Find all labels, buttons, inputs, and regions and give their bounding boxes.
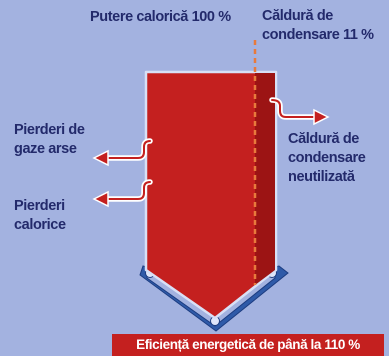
heating-value-label: Putere calorică 100 % — [90, 9, 231, 25]
condensation-heat-label: Căldură de condensare 11 % — [262, 8, 374, 43]
unused-condensation-arrow — [269, 97, 330, 126]
unused-condensation-heat-label: Căldură de condensare neutilizată — [288, 131, 366, 185]
condensation-strip — [255, 73, 275, 285]
flue-gas-loss-arrow — [92, 138, 153, 167]
efficiency-banner: Eficiență energetică de până la 110 % — [112, 334, 384, 356]
heat-loss-arrow — [92, 179, 153, 208]
flue-gas-losses-label: Pierderi de gaze arse — [14, 122, 85, 157]
heat-losses-label: Pierderi calorice — [14, 198, 66, 233]
